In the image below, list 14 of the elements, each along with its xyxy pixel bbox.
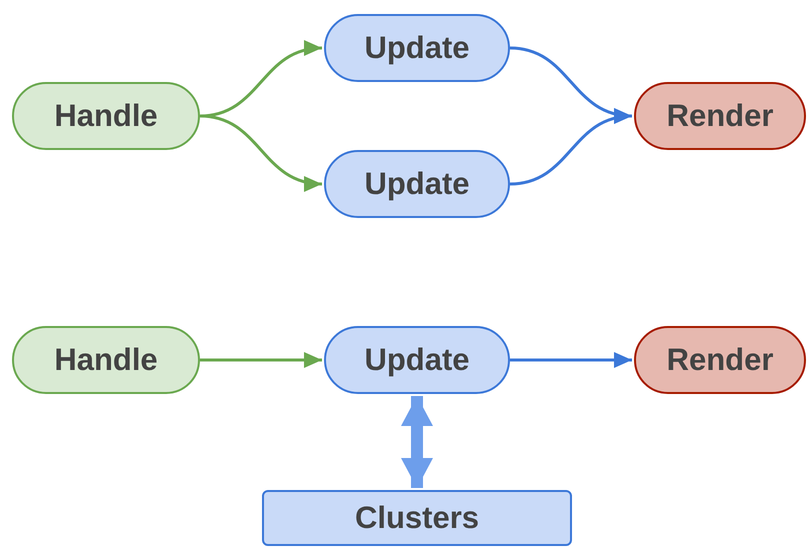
node-label: Render (666, 96, 774, 135)
node-label: Update (364, 340, 470, 379)
process-box (262, 490, 572, 546)
node-label: Handle (54, 340, 158, 379)
node-label: Handle (54, 96, 158, 135)
node-label: Update (364, 164, 470, 203)
arrow (510, 110, 632, 186)
arrow (200, 114, 322, 190)
node-label: Render (666, 340, 774, 379)
node-label: Update (364, 28, 470, 67)
arrow (200, 352, 322, 368)
node-label: Clusters (354, 498, 480, 537)
double-arrow (401, 396, 433, 488)
arrow (510, 352, 632, 368)
